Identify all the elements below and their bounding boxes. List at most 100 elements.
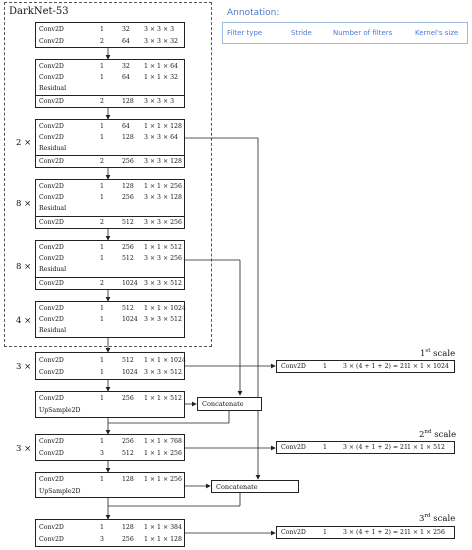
filters: 256 [122,438,134,445]
annotation-stride: Stride [291,29,312,37]
kernel-size: 3 × 3 × 128 [144,194,182,201]
stride: 1 [100,134,104,141]
concatenate-node-1: Concatenate [197,397,262,411]
layer-row: Conv2D 1 32 1 × 1 × 64 [36,61,184,72]
annotation-kernel-size: Kernel's size [415,29,459,37]
layer-row: Conv2D 1 64 1 × 1 × 32 [36,72,184,83]
scale-label-1: 1st scale [420,348,455,359]
stride: 1 [323,363,327,370]
kernel-size: 1 × 1 × 128 [144,536,182,543]
kernel-size: 1 × 1 × 64 [144,63,178,70]
kernel-size: 1 × 1 × 256 [407,529,445,536]
layer-row: Conv2D 1 128 3 × 3 × 64 [36,132,184,143]
filters: 256 [122,395,134,402]
layer-row: Residual [36,83,184,94]
filters: 32 [122,26,130,33]
kernel-size: 3 × 3 × 64 [144,134,178,141]
head-block-2: Conv2D 1 256 1 × 1 × 768 Conv2D 3 512 1 … [35,434,185,461]
filter-type: Conv2D [39,134,64,141]
scale-output-2: Conv2D 1 3 × (4 + 1 + 2) = 21 1 × 1 × 51… [276,441,455,454]
filter-type: Conv2D [39,395,64,402]
backbone-block-3: Conv2D 1 64 1 × 1 × 128 Conv2D 1 128 3 ×… [35,119,185,168]
annotation-box: Filter type Stride Number of filters Ker… [222,22,468,44]
filters: 128 [122,183,134,190]
kernel-size: 1 × 1 × 512 [407,444,445,451]
kernel-size: 3 × 3 × 128 [144,158,182,165]
filters: 128 [122,476,134,483]
filters: 128 [122,98,134,105]
stride: 1 [100,395,104,402]
kernel-size: 1 × 1 × 384 [144,524,182,531]
stride: 2 [100,98,104,105]
layer-row: Residual [36,325,184,336]
stride: 2 [100,280,104,287]
layer-row: Residual [36,143,184,154]
kernel-size: 1 × 1 × 256 [144,450,182,457]
scale-ordinal: nd [424,429,432,435]
filter-type: Residual [39,205,67,212]
filters: 128 [122,134,134,141]
darknet-title: DarkNet-53 [9,6,69,17]
layer-row: Conv2D 1 3 × (4 + 1 + 2) = 21 1 × 1 × 10… [277,361,454,372]
kernel-size: 3 × 3 × 256 [144,219,182,226]
scale-ordinal: rd [424,513,431,519]
filter-type: Conv2D [39,63,64,70]
kernel-size: 1 × 1 × 128 [144,123,182,130]
backbone-block-5: Conv2D 1 256 1 × 1 × 512 Conv2D 1 512 3 … [35,240,185,290]
scale-label-2: 2nd scale [419,429,456,440]
repeat-multiplier: 3 × [16,362,32,372]
filters: 512 [122,450,134,457]
layer-row: Conv2D 2 128 3 × 3 × 3 [36,96,184,107]
filters: 512 [122,255,134,262]
filters: 32 [122,63,130,70]
filters: 256 [122,536,134,543]
layer-row: UpSample2D [36,405,184,416]
kernel-size: 3 × 3 × 3 [144,98,175,105]
repeat-multiplier: 8 × [16,262,32,272]
kernel-size: 1 × 1 × 1024 [144,305,186,312]
filter-type: Conv2D [281,444,306,451]
filter-type: Conv2D [281,529,306,536]
kernel-size: 1 × 1 × 512 [144,395,182,402]
stride: 1 [100,123,104,130]
filter-type: Conv2D [39,438,64,445]
stride: 1 [323,444,327,451]
annotation-filter-type: Filter type [227,29,263,37]
filter-type: Residual [39,327,67,334]
layer-row: Conv2D 1 256 1 × 1 × 768 [36,436,184,447]
kernel-size: 3 × 3 × 256 [144,255,182,262]
annotation-number-of-filters: Number of filters [333,29,393,37]
filter-type: Conv2D [39,183,64,190]
scale-number: 2 [419,429,425,440]
layer-row: Conv2D 2 512 3 × 3 × 256 [36,217,184,228]
layer-row: Conv2D 1 3 × (4 + 1 + 2) = 21 1 × 1 × 25… [277,527,454,538]
repeat-multiplier: 8 × [16,199,32,209]
stride: 2 [100,38,104,45]
filters: 3 × (4 + 1 + 2) = 21 [343,444,408,451]
kernel-size: 1 × 1 × 768 [144,438,182,445]
stride: 3 [100,450,104,457]
layer-row: Conv2D 1 256 1 × 1 × 512 [36,393,184,404]
filter-type: Conv2D [39,536,64,543]
kernel-size: 3 × 3 × 512 [144,280,182,287]
filters: 512 [122,357,134,364]
layer-row: Conv2D 1 512 1 × 1 × 1024 [36,303,186,314]
filter-type: Conv2D [39,74,64,81]
filter-type: Residual [39,266,67,273]
kernel-size: 3 × 3 × 512 [144,316,182,323]
concatenate-node-2: Concatenate [211,480,299,493]
stride: 2 [100,158,104,165]
scale-label-3: 3rd scale [419,513,455,524]
repeat-multiplier: 4 × [16,316,32,326]
filter-type: Conv2D [39,305,64,312]
stride: 1 [323,529,327,536]
repeat-multiplier: 3 × [16,444,32,454]
stride: 1 [100,524,104,531]
layer-row: Conv2D 1 512 1 × 1 × 1024 [36,355,186,366]
filter-type: Conv2D [281,363,306,370]
scale-output-3: Conv2D 1 3 × (4 + 1 + 2) = 21 1 × 1 × 25… [276,526,455,539]
filter-type: Conv2D [39,123,64,130]
stride: 1 [100,369,104,376]
filters: 1024 [122,316,138,323]
